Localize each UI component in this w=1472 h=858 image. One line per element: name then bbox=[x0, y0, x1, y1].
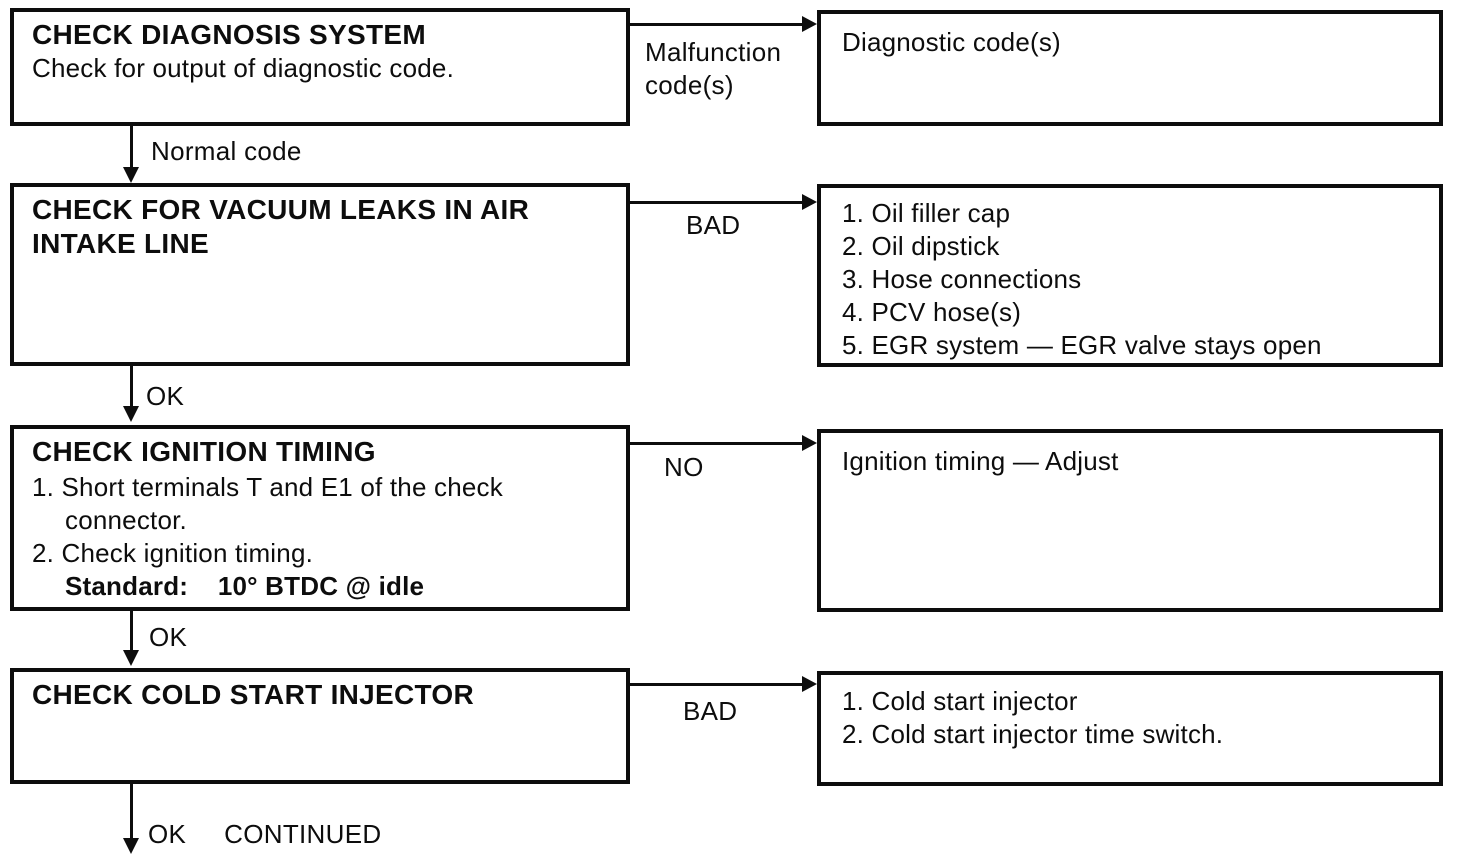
check-standard-value: Standard: 10° BTDC @ idle bbox=[65, 571, 425, 601]
check-box-diagnosis-system: CHECK DIAGNOSIS SYSTEM Check for output … bbox=[10, 8, 630, 126]
branch-connector-line bbox=[630, 201, 804, 204]
action-box-ignition-timing-adjust: Ignition timing — Adjust bbox=[817, 429, 1443, 612]
flow-connector-line bbox=[130, 784, 133, 840]
right-arrowhead-icon bbox=[802, 676, 817, 692]
check-body-line: 1. Short terminals T and E1 of the check bbox=[32, 472, 503, 502]
flow-connector-line bbox=[130, 126, 133, 170]
flow-connector-line bbox=[130, 611, 133, 652]
check-body-line: connector. bbox=[65, 505, 187, 535]
action-item: 3. Hose connections bbox=[842, 264, 1082, 294]
branch-label-bad: BAD bbox=[686, 210, 741, 240]
down-arrowhead-icon bbox=[123, 838, 139, 854]
right-arrowhead-icon bbox=[802, 16, 817, 32]
flow-label-ok: OK bbox=[149, 622, 188, 652]
check-title: CHECK IGNITION TIMING bbox=[32, 436, 376, 467]
check-title: INTAKE LINE bbox=[32, 228, 210, 259]
action-item: 2. Cold start injector time switch. bbox=[842, 719, 1224, 749]
check-box-cold-start-injector: CHECK COLD START INJECTOR bbox=[10, 668, 630, 784]
flow-label-ok: OK bbox=[146, 381, 185, 411]
down-arrowhead-icon bbox=[123, 167, 139, 183]
check-title: CHECK COLD START INJECTOR bbox=[32, 679, 475, 710]
action-item: 2. Oil dipstick bbox=[842, 231, 1000, 261]
branch-label-malfunction-codes: Malfunction code(s) bbox=[645, 36, 781, 102]
down-arrowhead-icon bbox=[123, 650, 139, 666]
branch-label-no: NO bbox=[664, 452, 704, 482]
flow-label-ok-continued: OK CONTINUED bbox=[148, 818, 381, 851]
check-title: CHECK DIAGNOSIS SYSTEM bbox=[32, 19, 426, 50]
branch-connector-line bbox=[630, 442, 804, 445]
action-item: 5. EGR system — EGR valve stays open bbox=[842, 330, 1322, 360]
action-item: 1. Oil filler cap bbox=[842, 198, 1011, 228]
action-item: Diagnostic code(s) bbox=[842, 27, 1061, 57]
down-arrowhead-icon bbox=[123, 406, 139, 422]
check-box-vacuum-leaks: CHECK FOR VACUUM LEAKS IN AIR INTAKE LIN… bbox=[10, 183, 630, 366]
branch-connector-line bbox=[630, 683, 804, 686]
flow-label-ok: OK bbox=[148, 819, 187, 849]
branch-connector-line bbox=[630, 23, 804, 26]
right-arrowhead-icon bbox=[802, 435, 817, 451]
flow-connector-line bbox=[130, 366, 133, 408]
check-title: CHECK FOR VACUUM LEAKS IN AIR bbox=[32, 194, 530, 225]
action-box-vacuum-leak-items: 1. Oil filler cap 2. Oil dipstick 3. Hos… bbox=[817, 184, 1443, 367]
right-arrowhead-icon bbox=[802, 194, 817, 210]
check-body-line: 2. Check ignition timing. bbox=[32, 538, 314, 568]
action-item: Ignition timing — Adjust bbox=[842, 446, 1119, 476]
flow-label-continued: CONTINUED bbox=[224, 819, 382, 849]
branch-label-bad: BAD bbox=[683, 696, 738, 726]
action-box-diagnostic-codes: Diagnostic code(s) bbox=[817, 10, 1443, 126]
check-body-line: Check for output of diagnostic code. bbox=[32, 53, 455, 83]
flow-label-normal-code: Normal code bbox=[151, 136, 302, 166]
action-box-cold-start-items: 1. Cold start injector 2. Cold start inj… bbox=[817, 671, 1443, 786]
action-item: 4. PCV hose(s) bbox=[842, 297, 1022, 327]
branch-label-line: Malfunction bbox=[645, 37, 782, 67]
check-box-ignition-timing: CHECK IGNITION TIMING 1. Short terminals… bbox=[10, 425, 630, 611]
branch-label-line: code(s) bbox=[645, 70, 734, 100]
action-item: 1. Cold start injector bbox=[842, 686, 1078, 716]
